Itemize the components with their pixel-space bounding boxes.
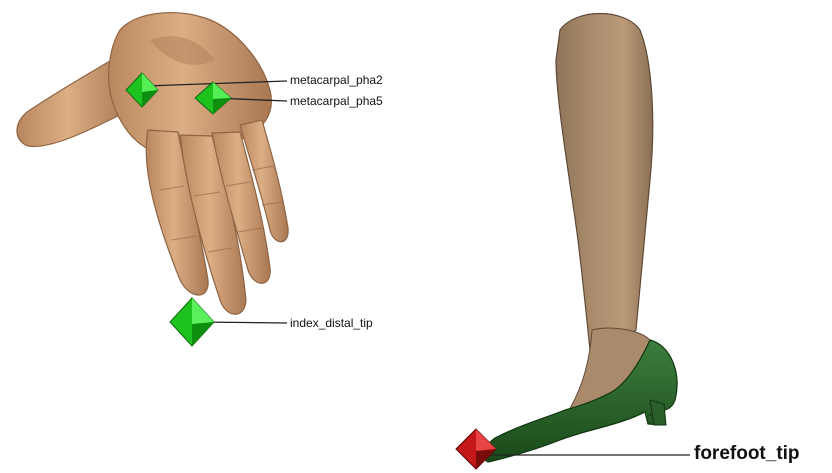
leg-shank: [556, 14, 653, 371]
octahedron-marker-icon: [456, 429, 496, 469]
leg-model: [483, 14, 677, 463]
label-metacarpal-pha5: metacarpal_pha5: [290, 95, 383, 107]
label-index-distal-tip: index_distal_tip: [290, 317, 373, 329]
octahedron-marker-icon: [170, 298, 214, 346]
label-forefoot-tip: forefoot_tip: [694, 444, 800, 463]
label-metacarpal-pha2: metacarpal_pha2: [290, 74, 383, 86]
hand-model: [17, 13, 288, 315]
